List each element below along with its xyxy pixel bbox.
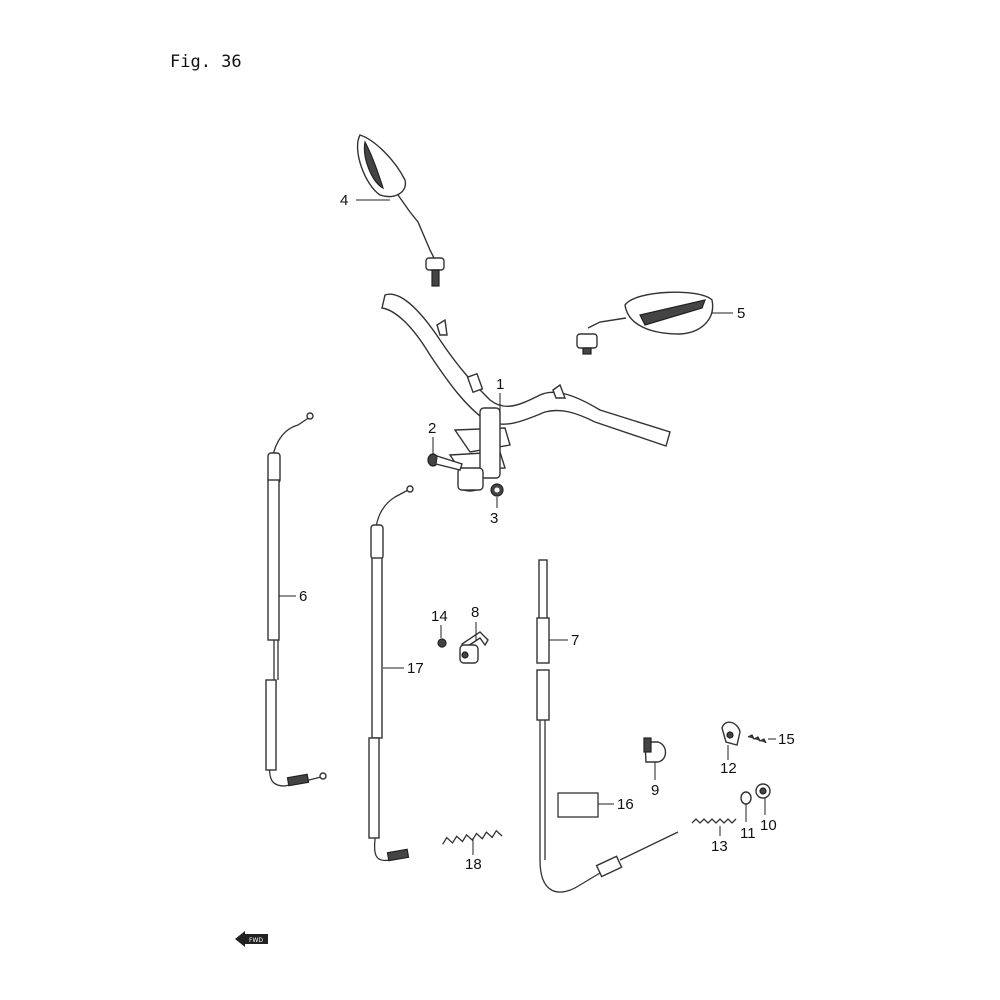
pin-11 bbox=[740, 791, 752, 805]
callout-9: 9 bbox=[651, 782, 659, 799]
handlebar bbox=[381, 293, 671, 492]
cable-clip-9 bbox=[643, 737, 667, 763]
screw-15 bbox=[747, 734, 767, 744]
callout-14: 14 bbox=[431, 608, 448, 625]
cable-bracket bbox=[459, 631, 489, 664]
callout-8: 8 bbox=[471, 604, 479, 621]
callout-12: 12 bbox=[720, 760, 737, 777]
bolt bbox=[427, 453, 463, 471]
adjuster-nut bbox=[755, 783, 771, 799]
callout-7: 7 bbox=[571, 632, 579, 649]
callout-11: 11 bbox=[740, 825, 756, 842]
callout-5: 5 bbox=[737, 305, 745, 322]
label-plate bbox=[557, 792, 599, 818]
callout-10: 10 bbox=[760, 817, 777, 834]
forward-arrow-icon: FWD bbox=[235, 931, 268, 947]
small-bolt bbox=[437, 638, 447, 648]
brake-cable bbox=[536, 559, 679, 893]
callout-6: 6 bbox=[299, 588, 307, 605]
right-mirror bbox=[576, 291, 714, 355]
forward-arrow-label: FWD bbox=[249, 937, 263, 944]
callout-13: 13 bbox=[711, 838, 728, 855]
spring bbox=[442, 829, 503, 845]
callout-18: 18 bbox=[465, 856, 482, 873]
callout-2: 2 bbox=[428, 420, 436, 437]
nut bbox=[490, 483, 504, 497]
callout-3: 3 bbox=[490, 510, 498, 527]
callout-16: 16 bbox=[617, 796, 634, 813]
callout-1: 1 bbox=[496, 376, 504, 393]
callouts: 1 2 3 4 5 6 7 8 9 10 11 12 13 14 15 16 1… bbox=[299, 192, 795, 873]
left-mirror bbox=[356, 134, 445, 287]
brake-spring bbox=[691, 818, 737, 824]
cable-17 bbox=[368, 485, 414, 862]
figure-title: Fig. 36 bbox=[170, 52, 242, 72]
clamp-12 bbox=[721, 721, 741, 746]
throttle-cable bbox=[265, 412, 327, 787]
leader-lines bbox=[279, 199, 776, 855]
callout-15: 15 bbox=[778, 731, 795, 748]
callout-4: 4 bbox=[340, 192, 348, 209]
callout-17: 17 bbox=[407, 660, 424, 677]
